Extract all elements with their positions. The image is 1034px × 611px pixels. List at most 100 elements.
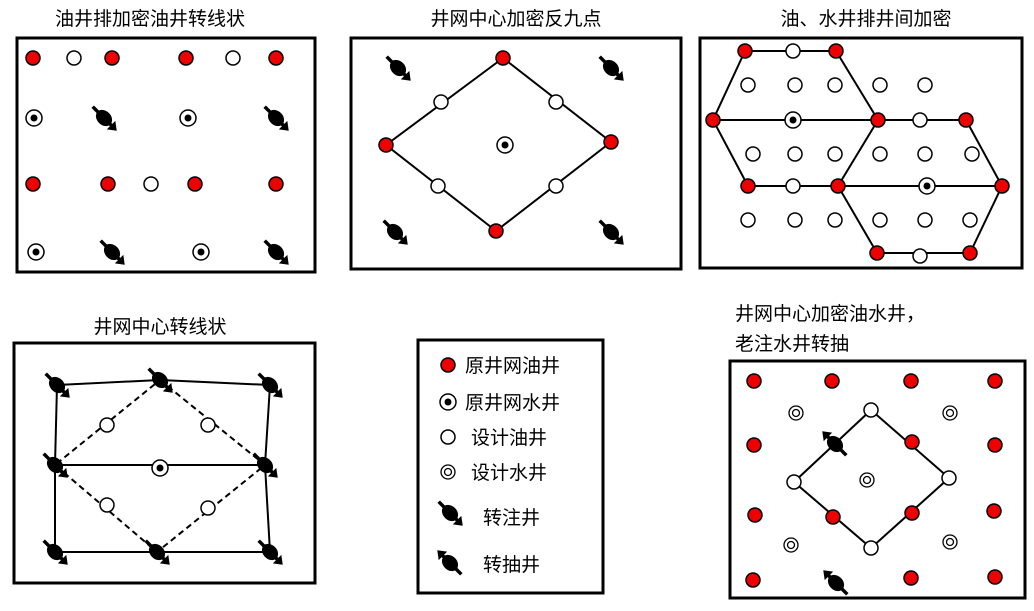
design-oil-well-icon (200, 500, 216, 516)
design-oil-well-icon (872, 146, 888, 162)
original-water-well-icon (439, 393, 457, 411)
panel-title-3: 油、水井排井间加密 (780, 8, 951, 30)
design-oil-well-icon (941, 470, 957, 486)
original-oil-well-icon (903, 373, 919, 389)
original-oil-well-icon (495, 50, 511, 66)
convert-injection-well-icon (44, 372, 70, 398)
original-oil-well-icon (746, 373, 762, 389)
design-oil-well-icon (917, 77, 933, 93)
design-oil-well-icon (827, 146, 843, 162)
original-oil-well-icon (440, 357, 456, 373)
original-oil-well-icon (603, 134, 619, 150)
convert-injection-well-icon (263, 105, 289, 131)
original-oil-well-icon (869, 245, 885, 261)
design-oil-well-icon (548, 178, 564, 194)
convert-injection-well-icon (263, 239, 289, 265)
original-oil-well-icon (903, 570, 919, 586)
design-oil-well-icon (863, 402, 879, 418)
panel-title-5-line2: 老注水井转抽 (735, 333, 849, 355)
original-oil-well-icon (187, 176, 203, 192)
connection-line (837, 119, 1004, 254)
design-oil-well-icon (745, 146, 761, 162)
design-oil-well-icon (430, 178, 446, 194)
original-water-well-icon (784, 111, 802, 129)
convert-injection-well-icon (42, 539, 68, 565)
design-oil-well-icon (912, 112, 928, 128)
original-oil-well-icon (100, 176, 116, 192)
design-oil-well-icon (440, 429, 456, 445)
original-water-well-icon (192, 243, 210, 261)
convert-injection-well-icon (99, 239, 125, 265)
convert-injection-well-icon (437, 500, 463, 526)
design-water-well-icon (942, 405, 958, 421)
panel-box-3 (698, 36, 1024, 270)
design-oil-well-icon (740, 212, 756, 228)
design-water-well-icon (440, 464, 456, 480)
original-oil-well-icon (745, 572, 761, 588)
design-oil-well-icon (962, 212, 978, 228)
convert-injection-well-icon (257, 372, 283, 398)
panel-box-4 (12, 341, 317, 585)
convert-injection-well-icon (147, 367, 173, 393)
design-oil-well-icon (917, 146, 933, 162)
design-water-well-icon (783, 537, 799, 553)
legend-label-design-oil-well: 设计油井 (471, 427, 547, 449)
original-oil-well-icon (488, 223, 504, 239)
original-oil-well-icon (824, 373, 840, 389)
design-oil-well-icon (99, 497, 115, 513)
design-water-well-icon (859, 472, 875, 488)
design-oil-well-icon (66, 50, 82, 66)
original-oil-well-icon (740, 178, 756, 194)
design-oil-well-icon (785, 43, 801, 59)
original-oil-well-icon (830, 178, 846, 194)
original-oil-well-icon (994, 178, 1010, 194)
design-oil-well-icon (786, 474, 802, 490)
convert-injection-well-icon (144, 539, 170, 565)
original-oil-well-icon (705, 112, 721, 128)
original-oil-well-icon (378, 137, 394, 153)
design-oil-well-icon (912, 248, 928, 264)
convert-injection-well-icon (598, 219, 624, 245)
original-oil-well-icon (904, 505, 920, 521)
panel-title-5-line1: 井网中心加密油水井， (735, 303, 925, 325)
legend-label-convert-production: 转抽井 (483, 554, 540, 576)
panel-title-4: 井网中心转线状 (93, 316, 226, 338)
legend-label-original-oil-well: 原井网油井 (465, 355, 560, 377)
legend-box (416, 338, 605, 595)
design-oil-well-icon (827, 77, 843, 93)
legend-label-design-water-well: 设计水井 (471, 462, 547, 484)
convert-injection-well-icon (382, 219, 408, 245)
design-oil-well-icon (964, 146, 980, 162)
design-water-well-icon (788, 405, 804, 421)
original-oil-well-icon (962, 245, 978, 261)
convert-production-well-icon (822, 431, 848, 457)
design-water-well-icon (942, 534, 958, 550)
original-oil-well-icon (747, 507, 763, 523)
convert-injection-well-icon (252, 452, 278, 478)
panel-box-2 (349, 36, 683, 271)
design-oil-well-icon (225, 50, 241, 66)
design-oil-well-icon (548, 94, 564, 110)
design-oil-well-icon (787, 77, 803, 93)
original-oil-well-icon (987, 569, 1003, 585)
panel-box-5 (728, 359, 1027, 600)
panel-box-1 (15, 36, 317, 274)
convert-injection-well-icon (91, 105, 117, 131)
convert-production-well-icon (437, 550, 463, 576)
design-oil-well-icon (143, 176, 159, 192)
original-water-well-icon (151, 459, 169, 477)
original-oil-well-icon (268, 50, 284, 66)
convert-production-well-icon (823, 570, 849, 596)
original-oil-well-icon (178, 50, 194, 66)
design-oil-well-icon (872, 212, 888, 228)
design-oil-well-icon (200, 417, 216, 433)
design-oil-well-icon (917, 212, 933, 228)
panel-title-2: 井网中心加密反九点 (430, 8, 601, 30)
original-oil-well-icon (25, 50, 41, 66)
original-oil-well-icon (268, 176, 284, 192)
original-oil-well-icon (104, 50, 120, 66)
convert-injection-well-icon (257, 539, 283, 565)
legend-label-convert-injection: 转注井 (483, 507, 540, 529)
design-oil-well-icon (863, 540, 879, 556)
legend-label-original-water-well: 原井网水井 (465, 392, 560, 414)
